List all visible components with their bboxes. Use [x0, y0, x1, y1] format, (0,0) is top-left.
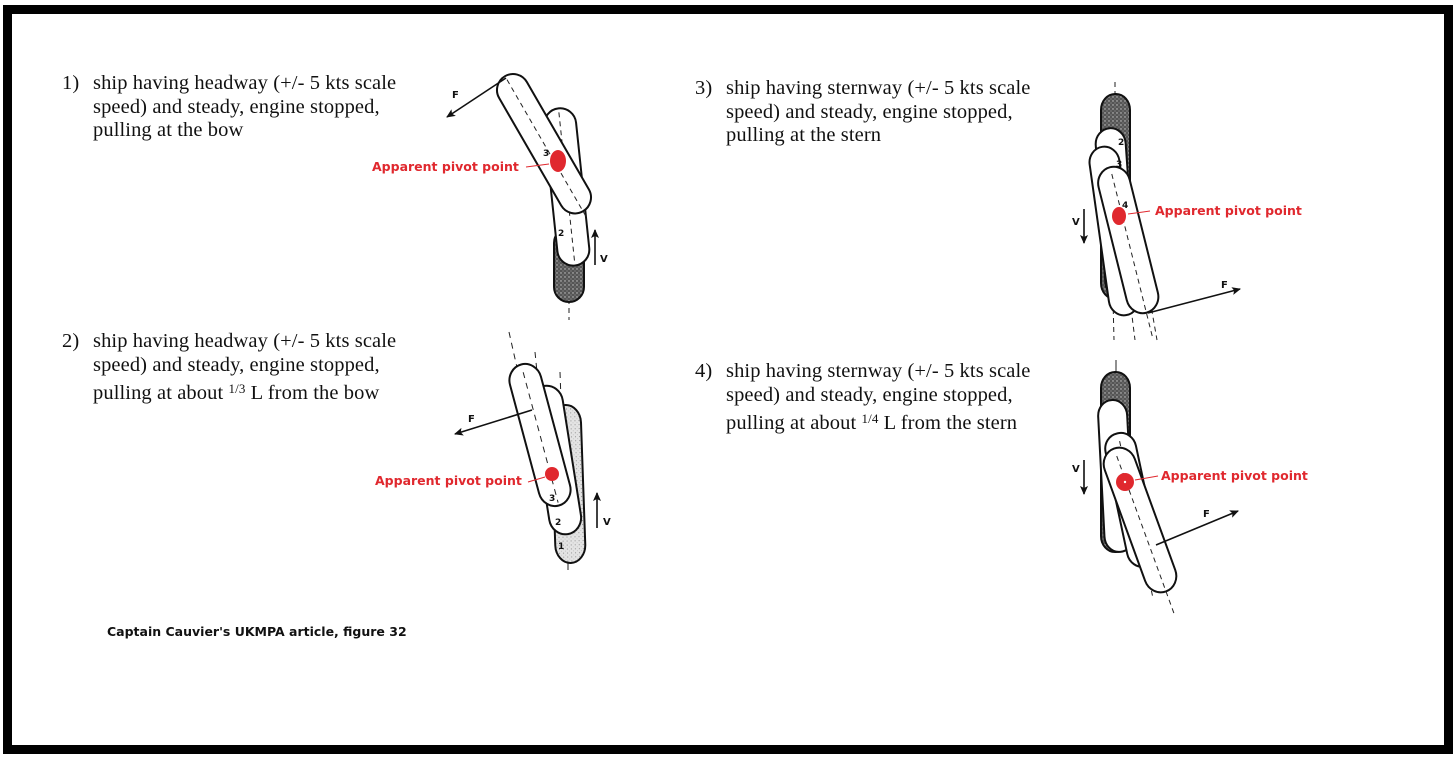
panel-2-pivot-point — [545, 467, 559, 481]
panel-2-line-3-prefix: pulling at about — [93, 382, 229, 404]
panel-3-ship-position-4 — [1097, 165, 1160, 338]
panel-3-ship-label-4: 4 — [1122, 201, 1128, 211]
panel-2-ship-label-1: 1 — [558, 542, 564, 552]
panel-4-pivot-leader — [1134, 475, 1159, 481]
panel-2-heading-line-3 — [508, 331, 519, 373]
panel-3-pivot-point — [1112, 207, 1126, 225]
panel-4-velocity-label: V — [1072, 464, 1080, 475]
panel-4-line-3-prefix: pulling at about — [726, 412, 862, 434]
panel-3-number: 3) — [695, 77, 713, 99]
figure-frame — [3, 5, 1453, 754]
panel-3-line-2: speed) and steady, engine stopped, — [726, 100, 1013, 123]
panel-3-heading-line-3 — [1149, 299, 1158, 341]
panel-1-force-label: F — [452, 90, 459, 101]
panel-1-ship-label-3: 3 — [543, 149, 549, 159]
panel-1-force-arrow — [446, 77, 507, 118]
panel-2-line-3-suffix: L from the bow — [245, 382, 380, 404]
panel-3-line-3: pulling at the stern — [726, 124, 882, 146]
panel-2-force-arrow — [454, 409, 533, 436]
panel-2-pivot-label: Apparent pivot point — [375, 473, 522, 488]
panel-4-fraction: 1/4 — [861, 411, 879, 426]
panel-1-line-1: ship having headway (+/- 5 kts scale — [93, 72, 397, 94]
panel-4-force-label: F — [1203, 509, 1210, 520]
panel-1-number: 1) — [62, 72, 80, 94]
panel-4-pivot-center — [1123, 480, 1127, 484]
panel-4-line-3-suffix: L from the stern — [878, 412, 1018, 434]
panel-2-number: 2) — [62, 330, 80, 352]
panel-2-velocity-label: V — [603, 517, 611, 528]
panel-1-pivot-leader — [525, 163, 550, 168]
panel-3-diagram: 2 3 4 F V — [1072, 82, 1241, 341]
panel-1-pivot-point — [550, 150, 566, 172]
panel-2-diagram: 3 2 1 F V — [454, 331, 611, 570]
panel-4-line-2: speed) and steady, engine stopped, — [726, 383, 1013, 406]
panel-4-line-1: ship having sternway (+/- 5 kts scale — [726, 360, 1031, 382]
panel-2-ship-label-2: 2 — [555, 518, 561, 528]
panel-2-ship-label-3: 3 — [549, 494, 555, 504]
panel-1-ship-position-3 — [496, 73, 592, 219]
panel-4-line-3: pulling at about 1/4 L from the stern — [726, 407, 1030, 436]
panel-4-pivot-label: Apparent pivot point — [1161, 468, 1308, 483]
panel-4-force-arrow — [1155, 510, 1239, 546]
panel-2-line-1: ship having headway (+/- 5 kts scale — [93, 330, 397, 352]
panel-2-fraction: 1/3 — [228, 381, 246, 396]
panel-3-pivot-leader — [1127, 210, 1151, 215]
panel-4-diagram: F V — [1072, 360, 1239, 617]
panel-3-line-1: ship having sternway (+/- 5 kts scale — [726, 77, 1031, 99]
panel-3-ship-label-2: 2 — [1118, 138, 1124, 148]
panel-3-heading-line-2 — [1129, 299, 1136, 341]
panel-4-number: 4) — [695, 360, 713, 382]
panel-3-heading-line-1 — [1112, 299, 1115, 341]
panel-2-force-label: F — [468, 414, 475, 425]
panel-3-force-label: F — [1221, 280, 1228, 291]
panel-1-line-2: speed) and steady, engine stopped, — [93, 95, 380, 118]
source-caption: Captain Cauvier's UKMPA article, figure … — [107, 624, 407, 639]
panel-3-force-arrow — [1147, 287, 1241, 314]
panel-1-ship-label-2: 2 — [558, 229, 564, 239]
panel-3-ship-label-3: 3 — [1116, 160, 1122, 170]
panel-1-line-3: pulling at the bow — [93, 119, 244, 141]
panel-1-diagram: 3 2 F V — [446, 73, 608, 320]
panel-2-pivot-leader — [527, 476, 546, 483]
panel-1-pivot-label: Apparent pivot point — [372, 159, 519, 174]
panel-3-velocity-label: V — [1072, 217, 1080, 228]
panel-2-line-2: speed) and steady, engine stopped, — [93, 353, 380, 376]
panel-1-velocity-label: V — [600, 254, 608, 265]
panel-2-line-3: pulling at about 1/3 L from the bow — [93, 377, 396, 406]
panel-3-pivot-label: Apparent pivot point — [1155, 203, 1302, 218]
